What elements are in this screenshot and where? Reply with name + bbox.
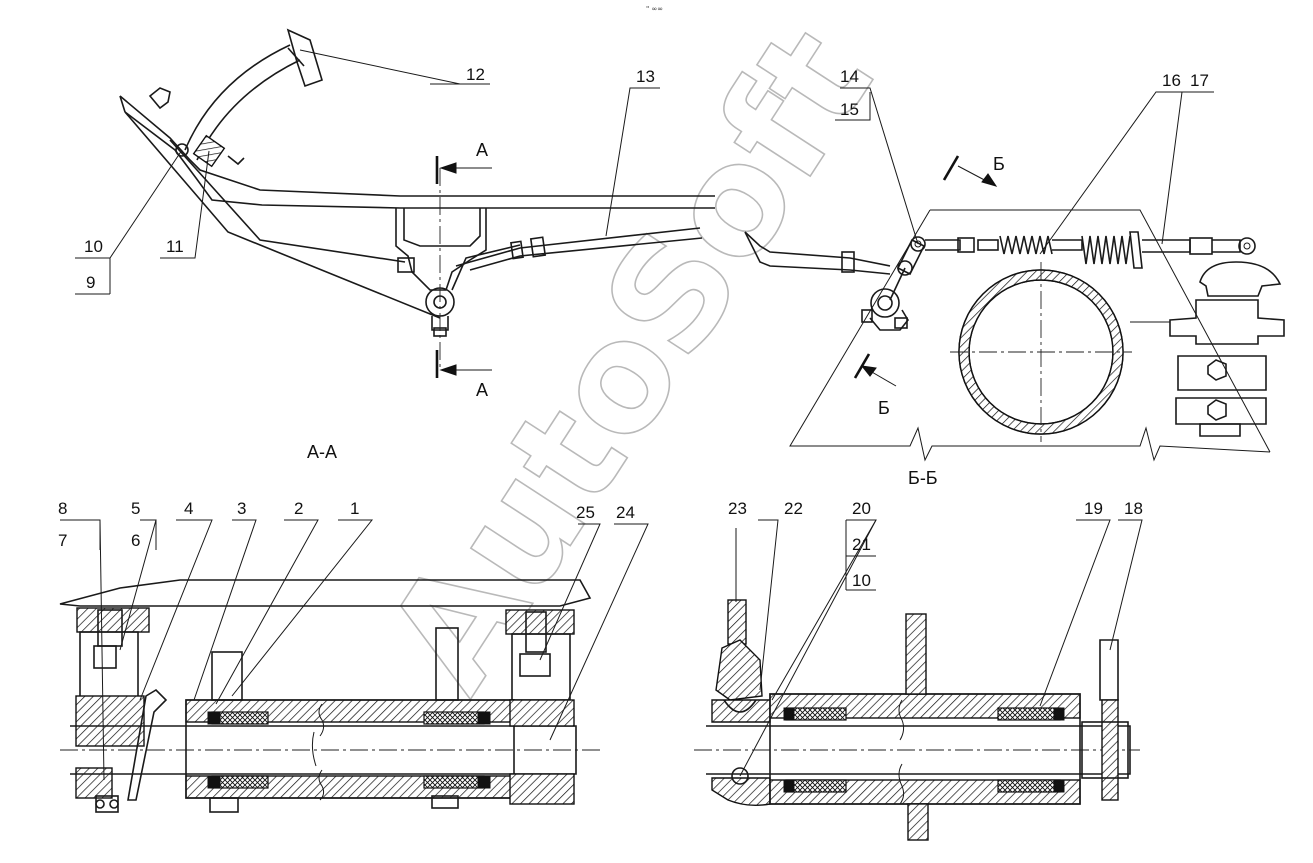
section-b-b-view (694, 519, 1143, 841)
callout-underlines (430, 83, 870, 121)
callout-10: 10 (84, 237, 103, 256)
callout-17: 17 (1190, 71, 1209, 90)
callout-21: 21 (852, 535, 871, 554)
callout-23: 23 (728, 499, 747, 518)
callout-1: 1 (350, 499, 359, 518)
callout-20: 20 (852, 499, 871, 518)
pedal-view: А А (75, 28, 715, 400)
callout-25: 25 (576, 503, 595, 522)
callout-10-b: 10 (852, 571, 871, 590)
section-title-b-b: Б-Б (908, 468, 938, 488)
callout-6: 6 (131, 531, 140, 550)
callout-16: 16 (1162, 71, 1181, 90)
callout-18: 18 (1124, 499, 1143, 518)
callout-19: 19 (1084, 499, 1103, 518)
section-mark-a-top: А (476, 140, 488, 160)
callout-22: 22 (784, 499, 803, 518)
callout-9: 9 (86, 273, 95, 292)
callout-2: 2 (294, 499, 303, 518)
callout-13: 13 (636, 67, 655, 86)
callout-3: 3 (237, 499, 246, 518)
section-mark-b-top: Б (993, 154, 1005, 174)
section-title-a-a: А-А (307, 442, 337, 462)
callout-11: 11 (166, 237, 184, 256)
callout-14: 14 (840, 67, 859, 86)
linkage-view: Б Б (744, 87, 1285, 462)
section-mark-a-bottom: А (476, 380, 488, 400)
callout-8: 8 (58, 499, 67, 518)
callout-15: 15 (840, 100, 859, 119)
callout-7: 7 (58, 531, 67, 550)
callout-5: 5 (131, 499, 140, 518)
callout-4: 4 (184, 499, 193, 518)
callout-24: 24 (616, 503, 635, 522)
top-mark: " ∞∞ (646, 5, 663, 13)
section-mark-b-bottom: Б (878, 398, 890, 418)
section-a-a-view (59, 519, 649, 813)
callout-12: 12 (466, 65, 485, 84)
